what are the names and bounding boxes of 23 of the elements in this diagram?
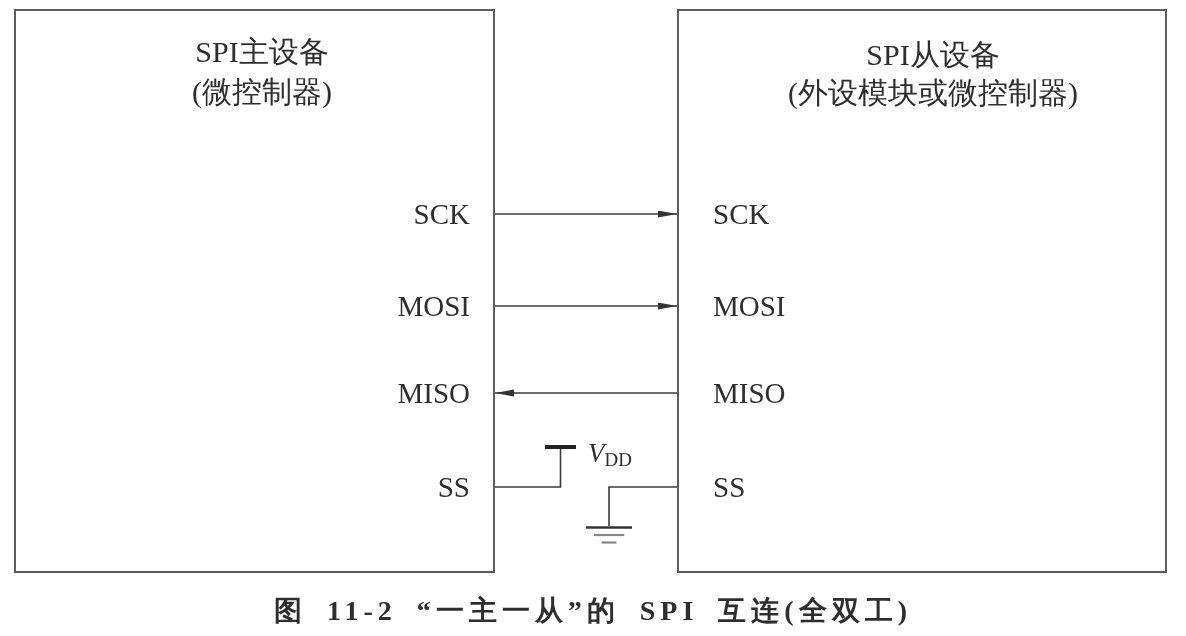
supply-bar <box>545 445 576 449</box>
wire <box>608 486 678 527</box>
arrow <box>494 389 678 397</box>
device-title: SPI从设备 <box>866 40 1000 70</box>
pin-label: MISO <box>713 378 786 408</box>
pin-label: SS <box>713 472 746 502</box>
voltage-label: V$_{DD}$ <box>588 439 632 467</box>
pin-label: MOSI <box>397 291 470 321</box>
ground-symbol <box>586 526 632 545</box>
device-subtitle: (外设模块或微控制器) <box>788 78 1078 108</box>
device-box <box>677 9 1167 573</box>
pin-label: SCK <box>413 199 470 229</box>
wire <box>494 448 562 488</box>
figure-caption: 图 11-2 “一主一从”的 SPI 互连(全双工) <box>274 597 912 625</box>
arrow <box>494 210 678 218</box>
device-title: SPI主设备 <box>195 37 329 67</box>
pin-label: SS <box>437 472 470 502</box>
pin-label: MOSI <box>713 291 786 321</box>
pin-label: SCK <box>713 199 770 229</box>
arrow <box>494 302 678 310</box>
pin-label: MISO <box>397 378 470 408</box>
device-subtitle: (微控制器) <box>192 77 332 107</box>
device-box <box>14 9 495 573</box>
